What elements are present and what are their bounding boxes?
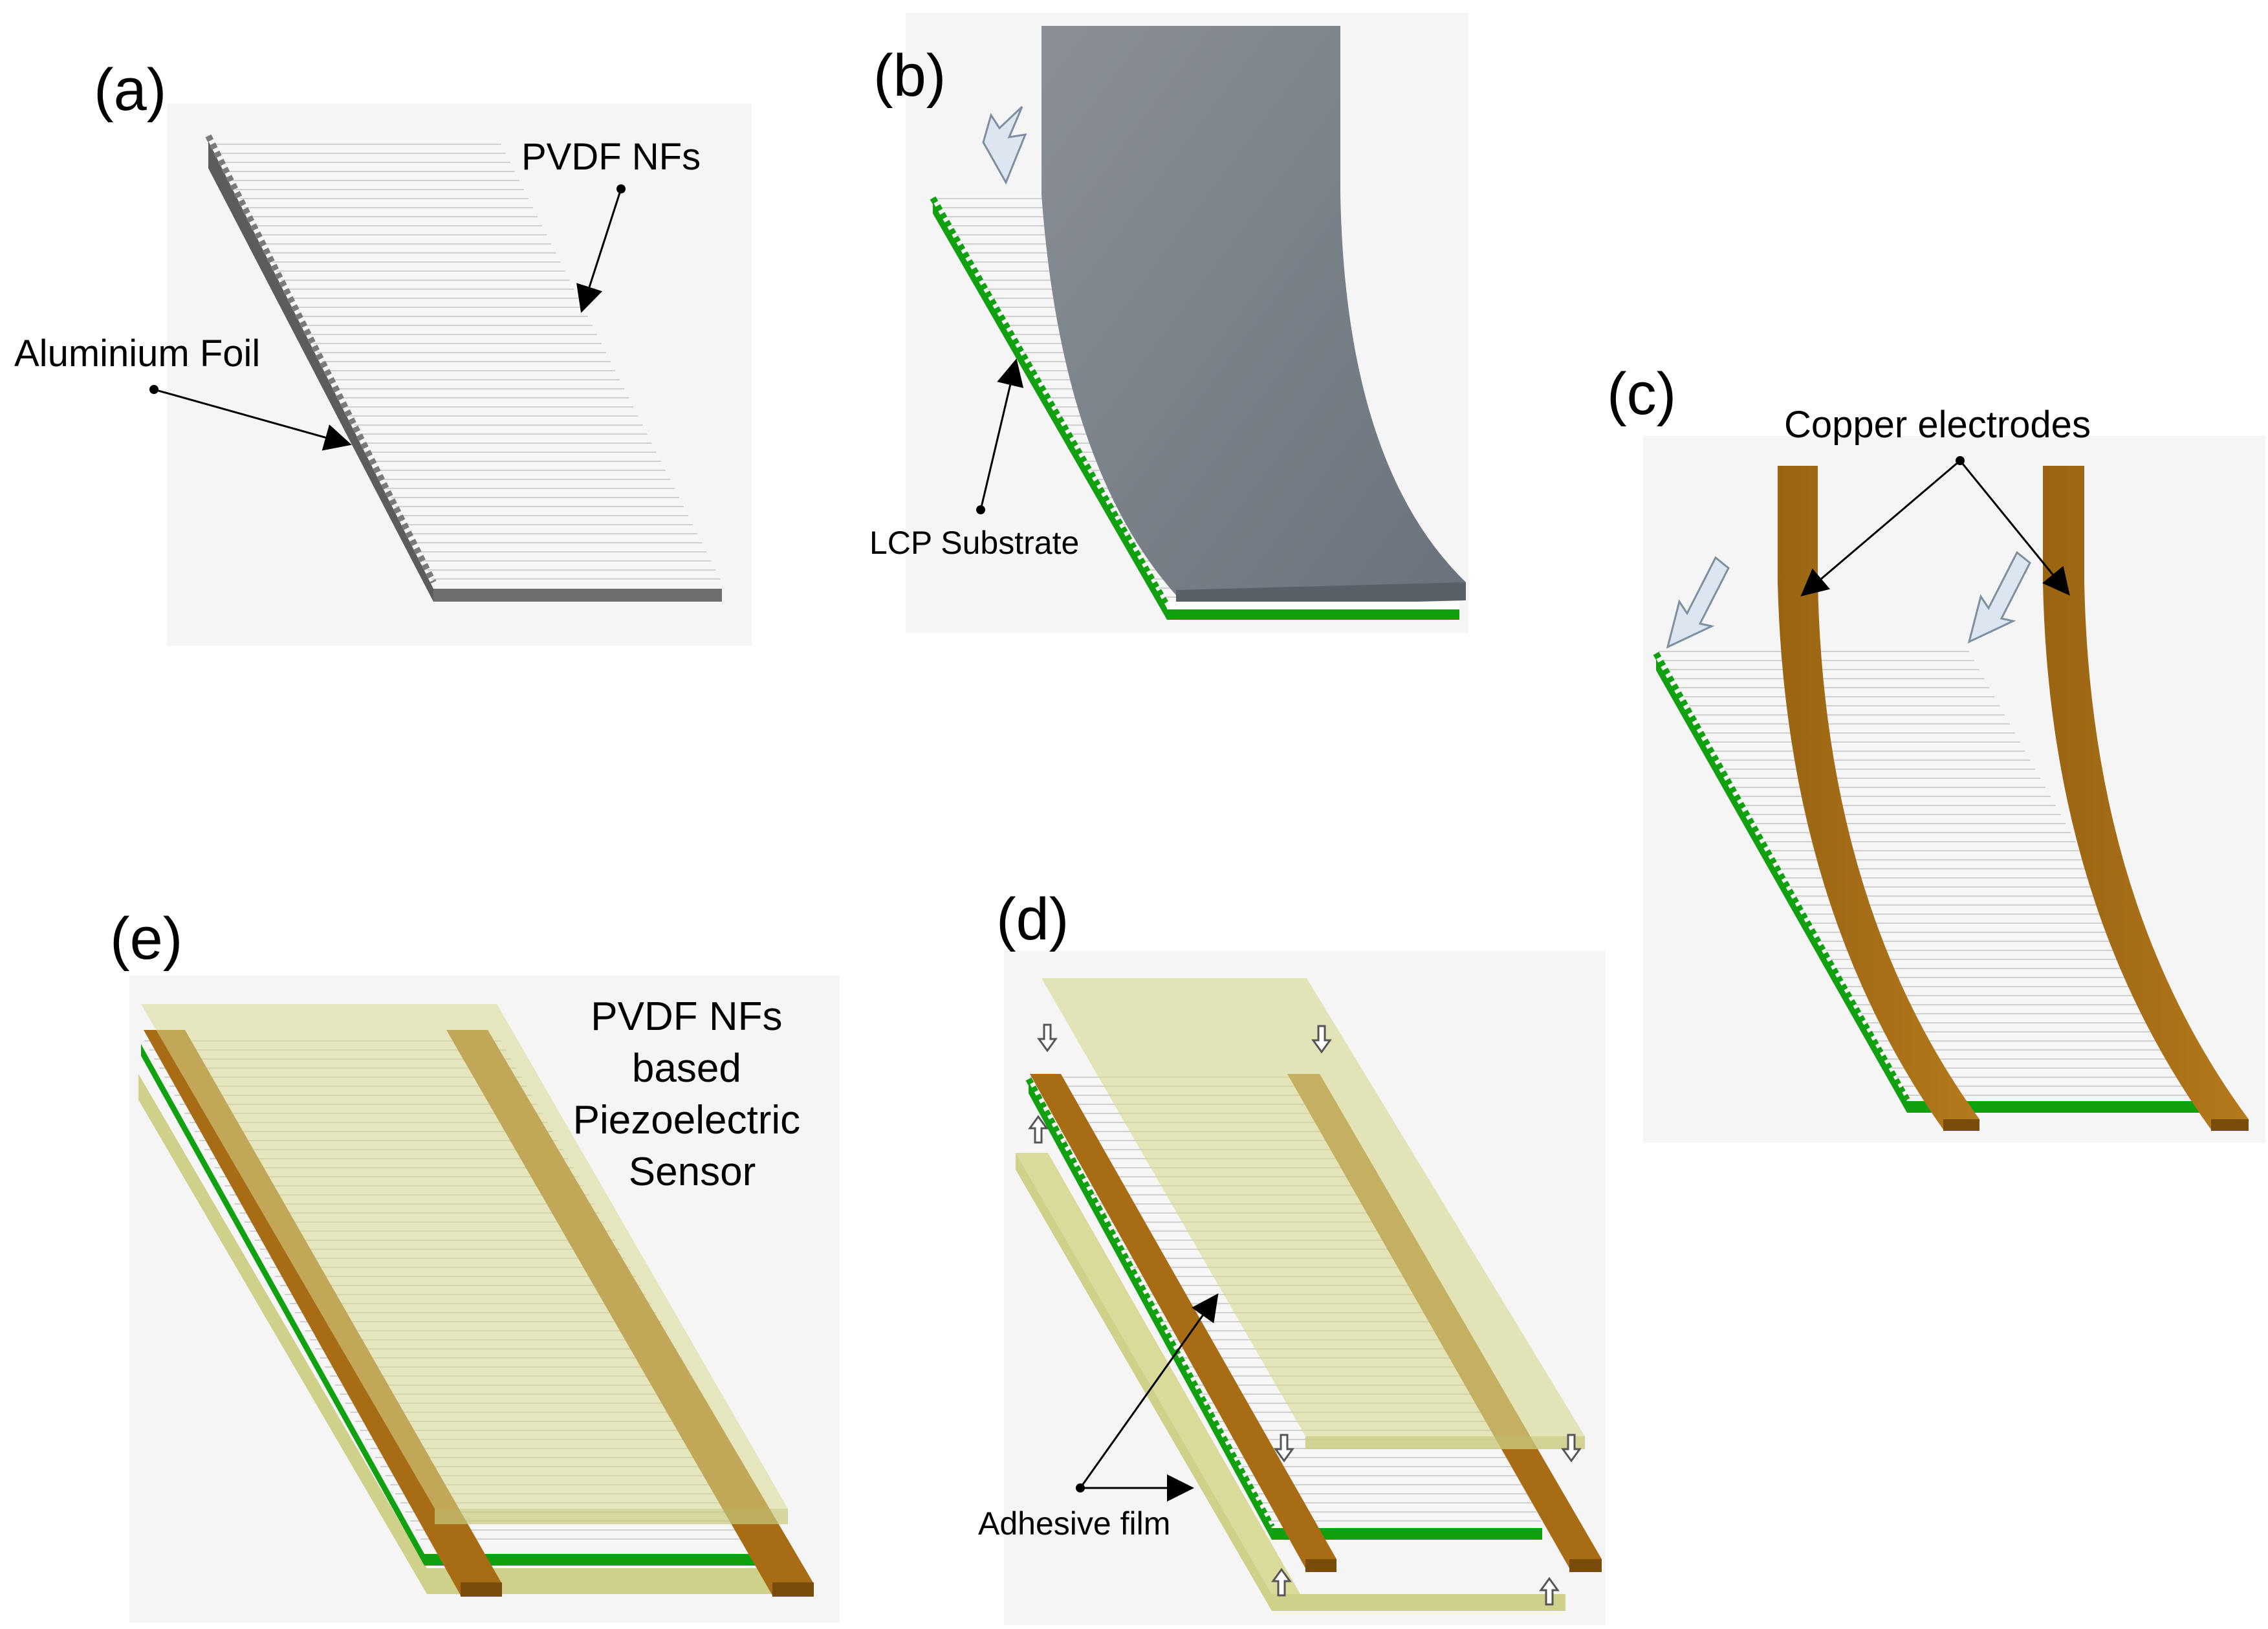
- sensor-caption-line-1: PVDF NFs: [591, 994, 782, 1039]
- foil-pointer-line: [153, 388, 352, 451]
- adhesive-film-e-top-edge: [435, 1509, 788, 1524]
- copper-electrode-left-foot: [1943, 1119, 1979, 1131]
- adhesive-film-e-top: [141, 1004, 788, 1509]
- peeled-aluminium-foil: [1041, 26, 1466, 595]
- aluminium-foil-bottom: [433, 589, 722, 602]
- press-arrow-icon-2: [1311, 1025, 1332, 1054]
- press-arrow-icon-7: [1539, 1577, 1560, 1606]
- peel-arrow-icon: [982, 105, 1027, 185]
- panel-b: (b) LCP Substrate: [869, 13, 1468, 633]
- copper-pointer-line-right: [1959, 460, 2070, 596]
- sensor-caption-line-2: based: [632, 1046, 741, 1091]
- sensor-caption-line-4: Sensor: [629, 1150, 756, 1194]
- copper-electrode-e-left-foot: [461, 1582, 502, 1597]
- adhesive-pointer-line-1: [1079, 1293, 1219, 1489]
- panel-e-label: (e): [110, 906, 182, 972]
- fiber-edge-c: [1653, 651, 1910, 1102]
- foil-label: Aluminium Foil: [14, 333, 260, 375]
- adhesive-film-bottom-top: [1016, 1153, 1300, 1594]
- adhesive-film-top-edge: [1305, 1436, 1585, 1449]
- fiber-edge: [205, 134, 437, 584]
- panel-c: (c) Copper electrodes: [1607, 361, 2265, 1142]
- fiber-edge-d: [1025, 1077, 1275, 1529]
- panel-a: (a) PVDF NFs Aluminium Foil: [14, 57, 752, 646]
- fiber-edge-b: [930, 196, 1170, 607]
- copper-electrode-e-right-foot: [772, 1582, 814, 1597]
- lcp-pointer-line: [979, 358, 1024, 510]
- press-arrow-icon-6: [1271, 1568, 1292, 1597]
- copper-pointer-line-left: [1800, 459, 1961, 596]
- pvdf-label: PVDF NFs: [521, 136, 701, 178]
- copper-electrode-d-left-foot: [1305, 1559, 1336, 1572]
- press-arrow-icon-4: [1561, 1434, 1582, 1463]
- aluminium-foil-layer: [208, 141, 433, 602]
- panel-a-label: (a): [94, 57, 166, 123]
- copper-electrode-right-foot: [2211, 1119, 2249, 1131]
- panel-d-label: (d): [996, 886, 1069, 952]
- press-arrow-icon-3: [1274, 1434, 1294, 1463]
- copper-electrode-d-right-foot: [1569, 1559, 1602, 1572]
- pvdf-nanofiber-layer: [208, 136, 722, 582]
- adhesive-label: Adhesive film: [978, 1505, 1170, 1542]
- sensor-caption-line-3: Piezoelectric: [573, 1098, 800, 1142]
- copper-electrode-d-left: [1030, 1074, 1336, 1568]
- press-arrow-icon-1: [1037, 1023, 1058, 1053]
- adhesive-film-top: [1041, 978, 1585, 1436]
- copper-electrode-right: [2043, 466, 2249, 1130]
- press-arrow-icon-5: [1028, 1115, 1049, 1144]
- copper-label: Copper electrodes: [1784, 404, 2091, 446]
- white-gap: [1167, 602, 1459, 609]
- insert-arrow-left-icon: [1666, 556, 1730, 649]
- panel-e: (e) PVDF NFs based Piezoelectric Sensor: [110, 906, 840, 1623]
- press-arrows: [1028, 1023, 1582, 1606]
- lcp-label: LCP Substrate: [869, 525, 1079, 561]
- copper-electrode-left: [1778, 466, 1979, 1130]
- panel-b-label: (b): [873, 43, 946, 109]
- panel-d: (d) Adhesive film: [978, 886, 1606, 1625]
- pvdf-pointer-line: [576, 188, 622, 313]
- panel-c-label: (c): [1607, 361, 1676, 427]
- sensor-caption: PVDF NFs based Piezoelectric Sensor: [573, 994, 812, 1194]
- insert-arrow-right-icon: [1967, 551, 2031, 644]
